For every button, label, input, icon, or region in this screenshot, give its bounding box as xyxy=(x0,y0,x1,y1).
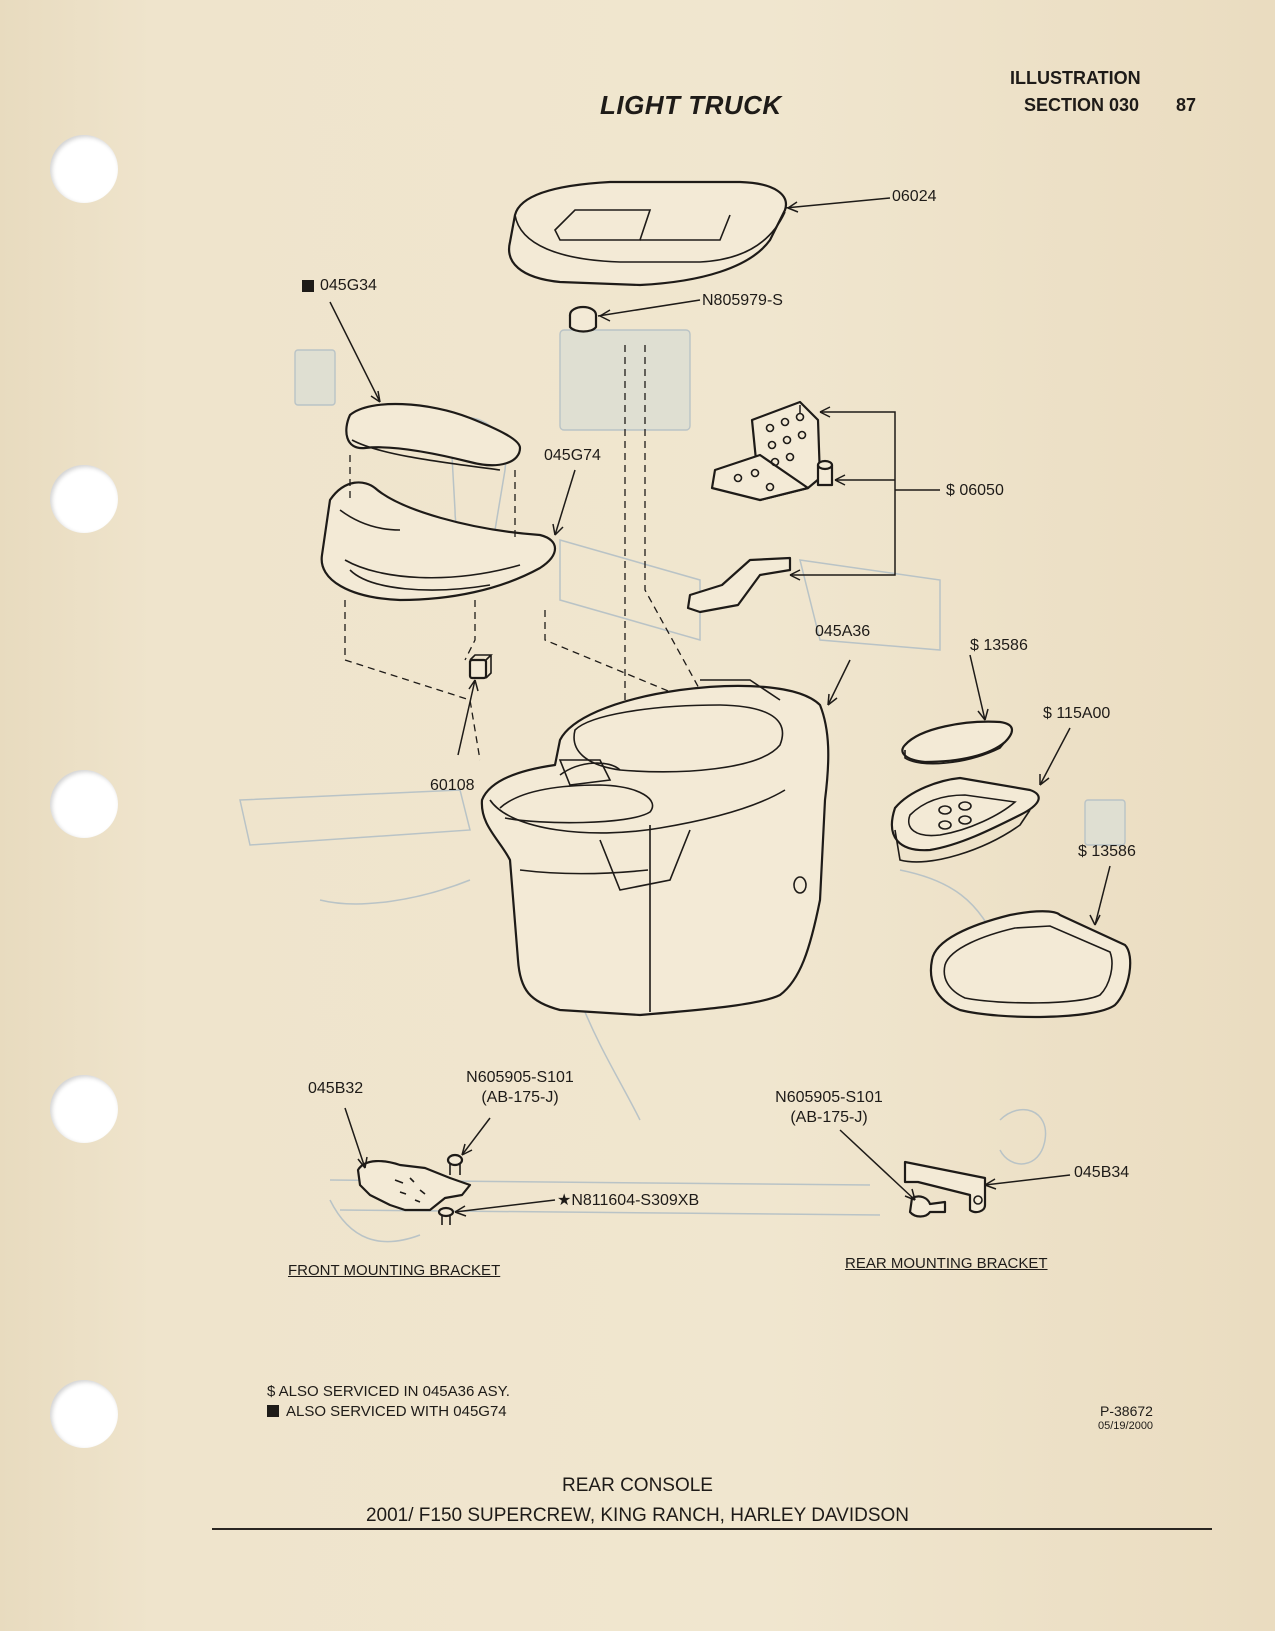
callout-console: 045A36 xyxy=(815,623,871,640)
callout-plug: N805979-S xyxy=(702,292,783,309)
hinge-part xyxy=(686,400,834,614)
pad-part xyxy=(345,402,522,471)
rear-bolt-number: N605905-S101 xyxy=(775,1089,883,1106)
front-bolt-number: N605905-S101 xyxy=(466,1069,574,1086)
cup-holder-part xyxy=(890,776,1040,863)
front-bolt-spec: (AB-175-J) xyxy=(481,1089,559,1106)
legend-dollar-note: $ ALSO SERVICED IN 045A36 ASY. xyxy=(267,1383,510,1400)
callout-pad: 045G34 xyxy=(320,277,377,294)
console-part xyxy=(480,679,830,1017)
footer-rule xyxy=(212,1528,1212,1530)
callout-rear-bolt: N605905-S101 (AB-175-J) xyxy=(764,1088,894,1128)
armrest-lid-part xyxy=(508,180,788,287)
square-symbol-icon xyxy=(267,1405,279,1417)
callout-lower-cover: $ 13586 xyxy=(1078,843,1136,860)
footer-title: REAR CONSOLE xyxy=(562,1475,713,1496)
binder-hole-1 xyxy=(50,135,118,203)
section-label: SECTION 030 xyxy=(1024,95,1140,115)
callout-hinge: $ 06050 xyxy=(946,482,1004,499)
illustration-label: ILLUSTRATION xyxy=(1010,68,1141,88)
callout-rear-bracket: 045B34 xyxy=(1074,1164,1130,1181)
square-symbol-icon xyxy=(302,280,314,292)
lower-cover-part xyxy=(929,910,1132,1019)
binder-hole-2 xyxy=(50,465,118,533)
callout-tray: 045G74 xyxy=(544,447,601,464)
callout-front-bracket: 045B32 xyxy=(308,1080,364,1097)
callout-upper-cover: $ 13586 xyxy=(970,637,1028,654)
tray-part xyxy=(320,481,557,602)
footer-vehicle: 2001/ F150 SUPERCREW, KING RANCH, HARLEY… xyxy=(365,1505,910,1526)
upper-cover-part xyxy=(901,720,1013,765)
rear-bolt-spec: (AB-175-J) xyxy=(790,1109,868,1126)
callout-armrest-lid: 06024 xyxy=(892,188,937,205)
legend-square-note: ALSO SERVICED WITH 045G74 xyxy=(286,1403,507,1420)
binder-hole-3 xyxy=(50,770,118,838)
clip-part xyxy=(468,654,493,680)
page-number: 87 xyxy=(1176,95,1197,115)
page-title: LIGHT TRUCK xyxy=(600,90,782,120)
plug-part xyxy=(568,305,598,333)
caption-rear-mounting-bracket: REAR MOUNTING BRACKET xyxy=(845,1255,1048,1272)
caption-front-mounting-bracket: FRONT MOUNTING BRACKET xyxy=(288,1262,501,1279)
binder-hole-4 xyxy=(50,1075,118,1143)
reference-date: 05/19/2000 xyxy=(1098,1420,1154,1432)
callout-front-bolt: N605905-S101 (AB-175-J) xyxy=(455,1068,585,1108)
callout-cup-holder: $ 115A00 xyxy=(1043,705,1111,722)
reference-code: P-38672 xyxy=(1100,1403,1153,1419)
front-bracket-part xyxy=(356,1153,472,1225)
callout-clip: 60108 xyxy=(430,777,475,794)
callout-front-nut: ★N811604-S309XB xyxy=(557,1192,700,1209)
rear-bracket-part xyxy=(903,1160,987,1218)
binder-hole-5 xyxy=(50,1380,118,1448)
